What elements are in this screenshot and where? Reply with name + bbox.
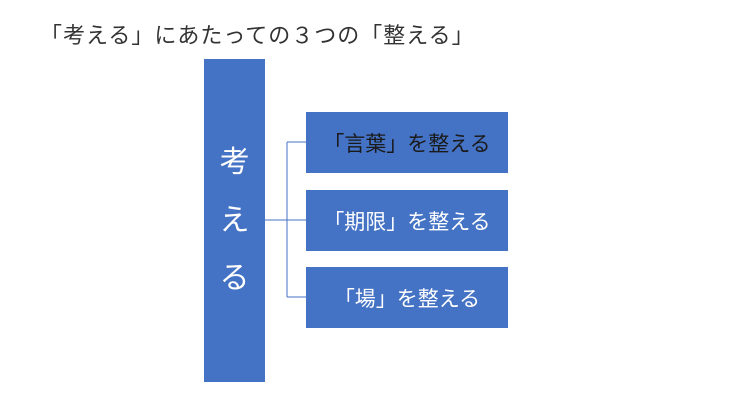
diagram-title: 「考える」にあたっての３つの「整える」 bbox=[40, 24, 475, 49]
child-node-place: 「場」を整える bbox=[306, 267, 508, 328]
child-node-words: 「言葉」を整える bbox=[306, 112, 508, 173]
child-node-deadline: 「期限」を整える bbox=[306, 190, 508, 251]
root-node-box: 考 え る bbox=[204, 59, 265, 382]
root-node-char-1: 考 bbox=[219, 144, 250, 180]
root-node-char-3: る bbox=[219, 260, 250, 296]
root-node-char-2: え bbox=[219, 202, 250, 238]
